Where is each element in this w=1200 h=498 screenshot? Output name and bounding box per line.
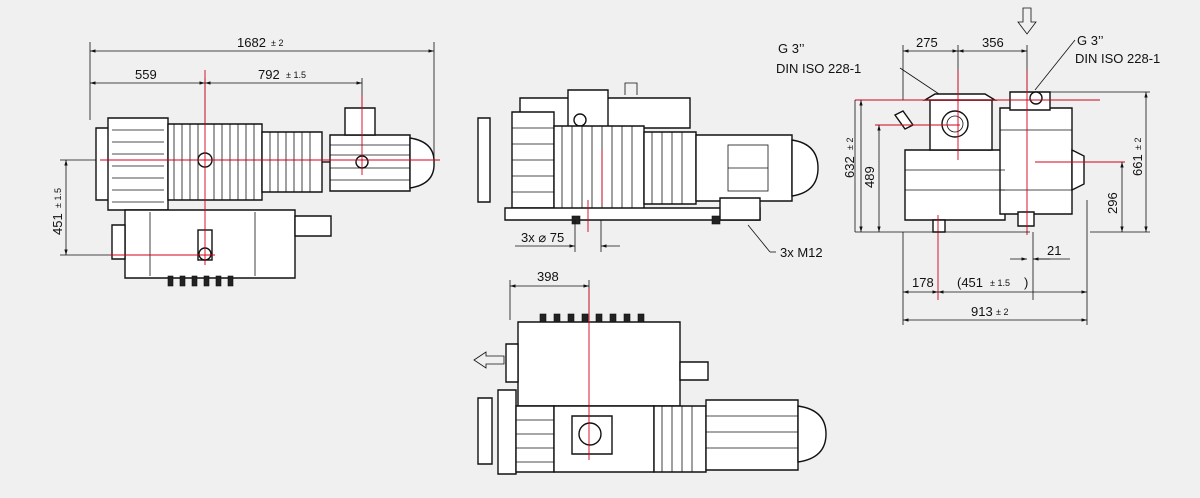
dim-178: 178 (912, 275, 934, 290)
overall-width-value: 913 (971, 304, 993, 319)
dim-792-tol: ± 1.5 (286, 70, 306, 80)
thread-right-line2: DIN ISO 228-1 (1075, 51, 1160, 66)
dim-398: 398 (537, 269, 559, 284)
height-489: 489 (862, 166, 877, 188)
thread-right-line1: G 3’’ (1077, 33, 1104, 48)
dim-21: 21 (1047, 243, 1061, 258)
dim-559: 559 (135, 67, 157, 82)
bottom-view: 398 (473, 269, 827, 475)
bolt-label: 3x M12 (780, 245, 823, 260)
height-661-tol: ± 2 (1133, 138, 1143, 150)
overall-length-tol: ± 2 (271, 38, 283, 48)
hole-dim-label: 3x ⌀ 75 (521, 230, 564, 245)
thread-left-line1: G 3’’ (778, 41, 805, 56)
overall-length-value: 1682 (237, 35, 266, 50)
height-632-value: 632 (842, 156, 857, 178)
side-dim-451-value: 451 (50, 213, 65, 235)
dim-451-close: ) (1024, 275, 1028, 290)
dim-792-value: 792 (258, 67, 280, 82)
top-view: 1682 ± 2 559 792 ± 1.5 451 ± 1.5 (50, 35, 440, 287)
end-view: 275 356 G 3’’ DIN ISO 228-1 G 3’’ DIN IS… (776, 7, 1160, 325)
dim-275: 275 (916, 35, 938, 50)
dim-451-value: (451 (957, 275, 983, 290)
dim-451-tol: ± 1.5 (990, 278, 1010, 288)
side-dim-451-tol: ± 1.5 (53, 188, 63, 208)
height-296: 296 (1105, 192, 1120, 214)
height-661-value: 661 (1130, 154, 1145, 176)
dim-356: 356 (982, 35, 1004, 50)
thread-left-line2: DIN ISO 228-1 (776, 61, 861, 76)
front-view: 3x ⌀ 75 3x M12 (477, 82, 823, 260)
overall-width-tol: ± 2 (996, 307, 1008, 317)
height-632-tol: ± 2 (845, 138, 855, 150)
